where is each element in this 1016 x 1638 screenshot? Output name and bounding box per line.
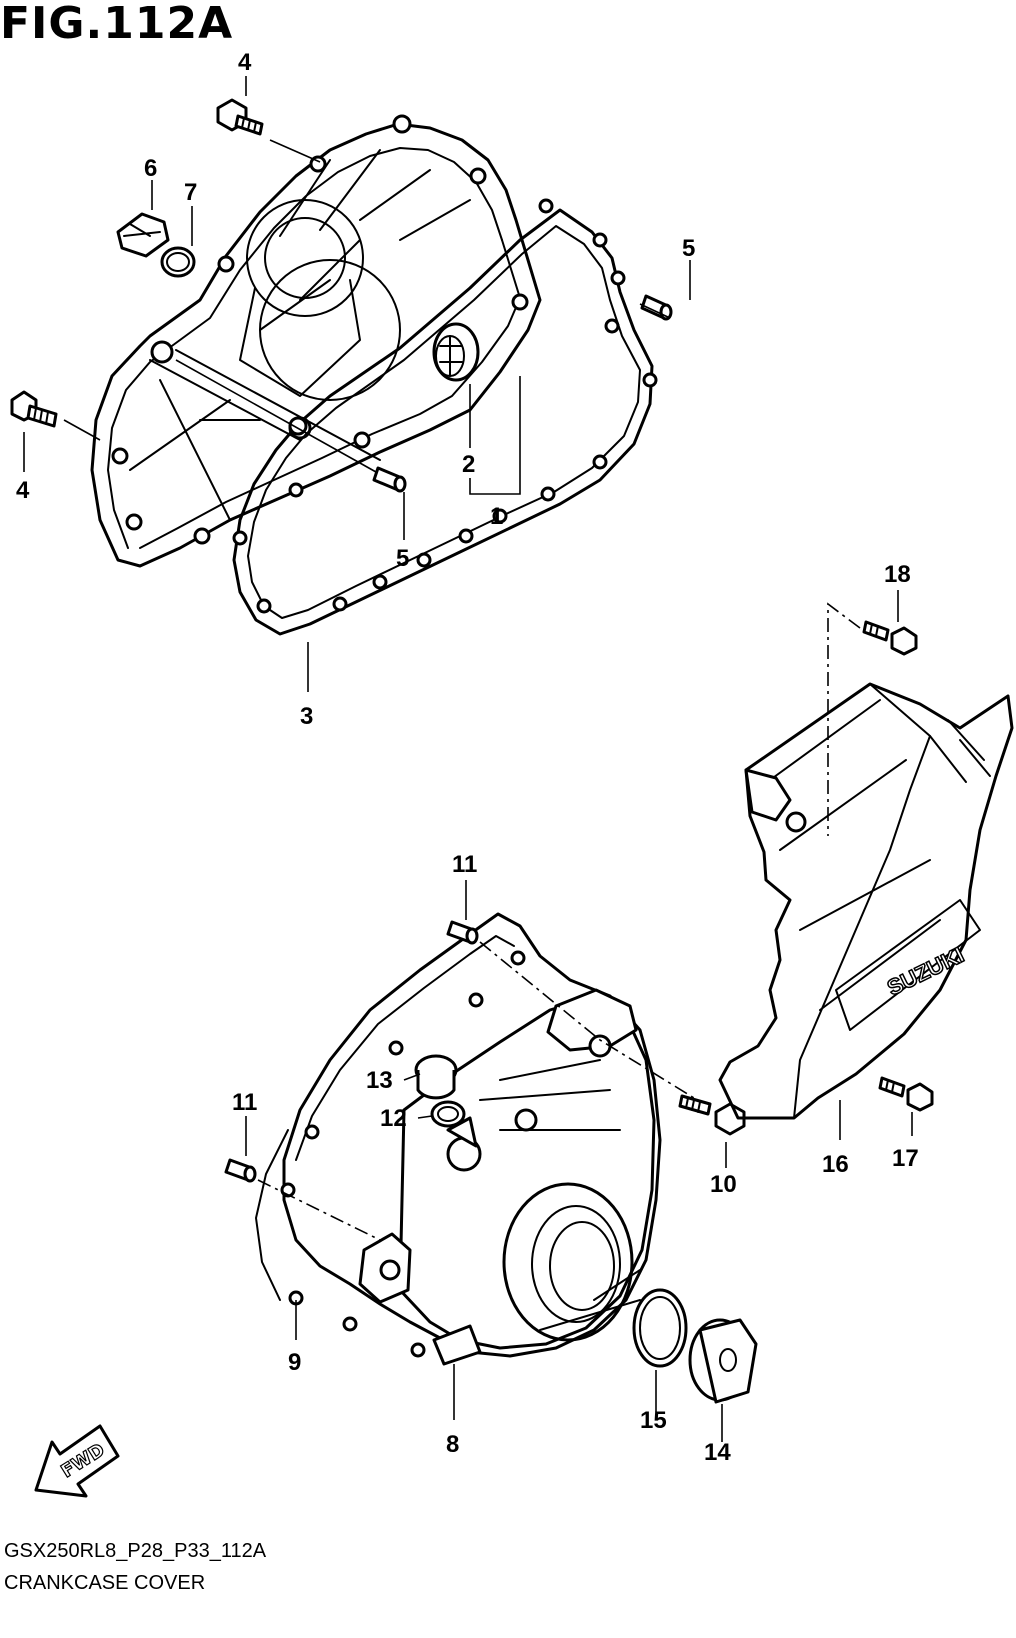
dowel-pin-part-5-right bbox=[640, 294, 673, 321]
callout-5-center: 5 bbox=[396, 545, 409, 572]
oil-filler-cap-part bbox=[116, 212, 170, 258]
callout-5-right: 5 bbox=[682, 235, 695, 262]
callout-15: 15 bbox=[640, 1407, 667, 1434]
callout-4-upper: 4 bbox=[238, 49, 252, 76]
gasket-part bbox=[232, 198, 658, 636]
bolt-part-10 bbox=[678, 1094, 746, 1136]
fwd-label: FWD bbox=[58, 1439, 109, 1482]
callout-13: 13 bbox=[366, 1067, 393, 1094]
dowel-pin-part-11-left bbox=[224, 1158, 257, 1183]
forward-direction-arrow: FWD bbox=[34, 1424, 120, 1498]
callout-2: 2 bbox=[462, 451, 475, 478]
callout-18: 18 bbox=[884, 561, 911, 588]
bolt-part-18 bbox=[862, 620, 918, 656]
bolt-part-4-lower bbox=[10, 390, 58, 428]
callout-12: 12 bbox=[380, 1105, 407, 1132]
bolt-part-4-upper bbox=[216, 98, 264, 136]
leader-lines bbox=[23, 76, 913, 1442]
callout-8: 8 bbox=[446, 1431, 459, 1458]
generator-gasket-part bbox=[255, 1129, 289, 1301]
o-ring-part-15 bbox=[632, 1288, 688, 1368]
suzuki-brand-mark: SUZUKI bbox=[883, 942, 968, 1000]
plug-part-13 bbox=[414, 1054, 458, 1100]
callout-14: 14 bbox=[704, 1439, 731, 1466]
callout-1: 1 bbox=[490, 503, 503, 530]
callout-6: 6 bbox=[144, 155, 157, 182]
o-ring-part-12 bbox=[430, 1100, 466, 1128]
dowel-pin-part-11-upper bbox=[446, 920, 479, 945]
callout-4-lower: 4 bbox=[16, 477, 30, 504]
callout-numbers: 4 6 7 5 4 5 2 1 3 18 11 11 13 12 10 16 1… bbox=[16, 49, 919, 1466]
callout-9: 9 bbox=[288, 1349, 301, 1376]
clutch-cover-part bbox=[90, 114, 542, 568]
sprocket-cover-part: SUZUKI bbox=[718, 682, 1014, 1120]
callout-17: 17 bbox=[892, 1145, 919, 1172]
callout-10: 10 bbox=[710, 1171, 737, 1198]
model-code-label: GSX250RL8_P28_P33_112A bbox=[4, 1540, 267, 1562]
bolt-part-17 bbox=[878, 1076, 934, 1112]
oil-level-window-part bbox=[432, 322, 480, 382]
callout-7: 7 bbox=[184, 179, 197, 206]
callout-11-left: 11 bbox=[232, 1089, 257, 1116]
callout-16: 16 bbox=[822, 1151, 849, 1178]
generator-cover-part bbox=[280, 912, 662, 1366]
callout-3: 3 bbox=[300, 703, 313, 730]
cap-part-14 bbox=[688, 1318, 758, 1404]
assembly-name-label: CRANKCASE COVER bbox=[4, 1572, 206, 1594]
dowel-pin-part-5-center bbox=[372, 466, 407, 493]
o-ring-part-7 bbox=[160, 246, 196, 278]
figure-title: FIG.112A bbox=[0, 0, 234, 49]
callout-11-upper: 11 bbox=[452, 851, 477, 878]
